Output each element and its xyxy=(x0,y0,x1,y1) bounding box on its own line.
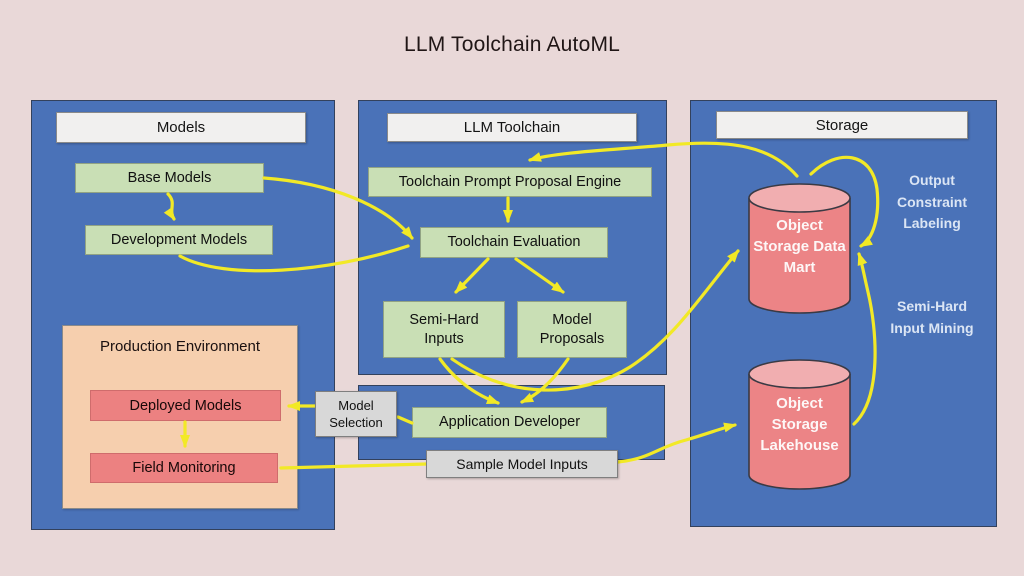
sample-model-inputs-connector-label: Sample Model Inputs xyxy=(426,450,618,478)
diagram-title: LLM Toolchain AutoML xyxy=(403,33,621,56)
deployed-models-node: Deployed Models xyxy=(90,390,281,421)
semi-hard-inputs-node: Semi-Hard Inputs xyxy=(383,301,505,358)
output-constraint-labeling-label: Output Constraint Labeling xyxy=(897,172,967,231)
field-monitoring-node: Field Monitoring xyxy=(90,453,278,483)
application-developer-node: Application Developer xyxy=(412,407,607,438)
toolchain-panel-header: LLM Toolchain xyxy=(387,113,637,142)
semi-hard-input-mining-label: Semi-Hard Input Mining xyxy=(890,298,974,336)
development-models-node: Development Models xyxy=(85,225,273,255)
models-panel-header: Models xyxy=(56,112,306,143)
lakehouse-label: Object Storage Lakehouse xyxy=(760,395,839,454)
model-proposals-node: Model Proposals xyxy=(517,301,627,358)
lakehouse-cylinder-icon xyxy=(747,358,852,497)
data-mart-label: Object Storage Data Mart xyxy=(753,217,846,276)
storage-panel-header: Storage xyxy=(716,111,968,139)
prompt-proposal-engine-node: Toolchain Prompt Proposal Engine xyxy=(368,167,652,197)
base-models-node: Base Models xyxy=(75,163,264,193)
production-environment-title: Production Environment xyxy=(99,338,261,355)
model-selection-connector-label: Model Selection xyxy=(315,391,397,437)
toolchain-evaluation-node: Toolchain Evaluation xyxy=(420,227,608,258)
